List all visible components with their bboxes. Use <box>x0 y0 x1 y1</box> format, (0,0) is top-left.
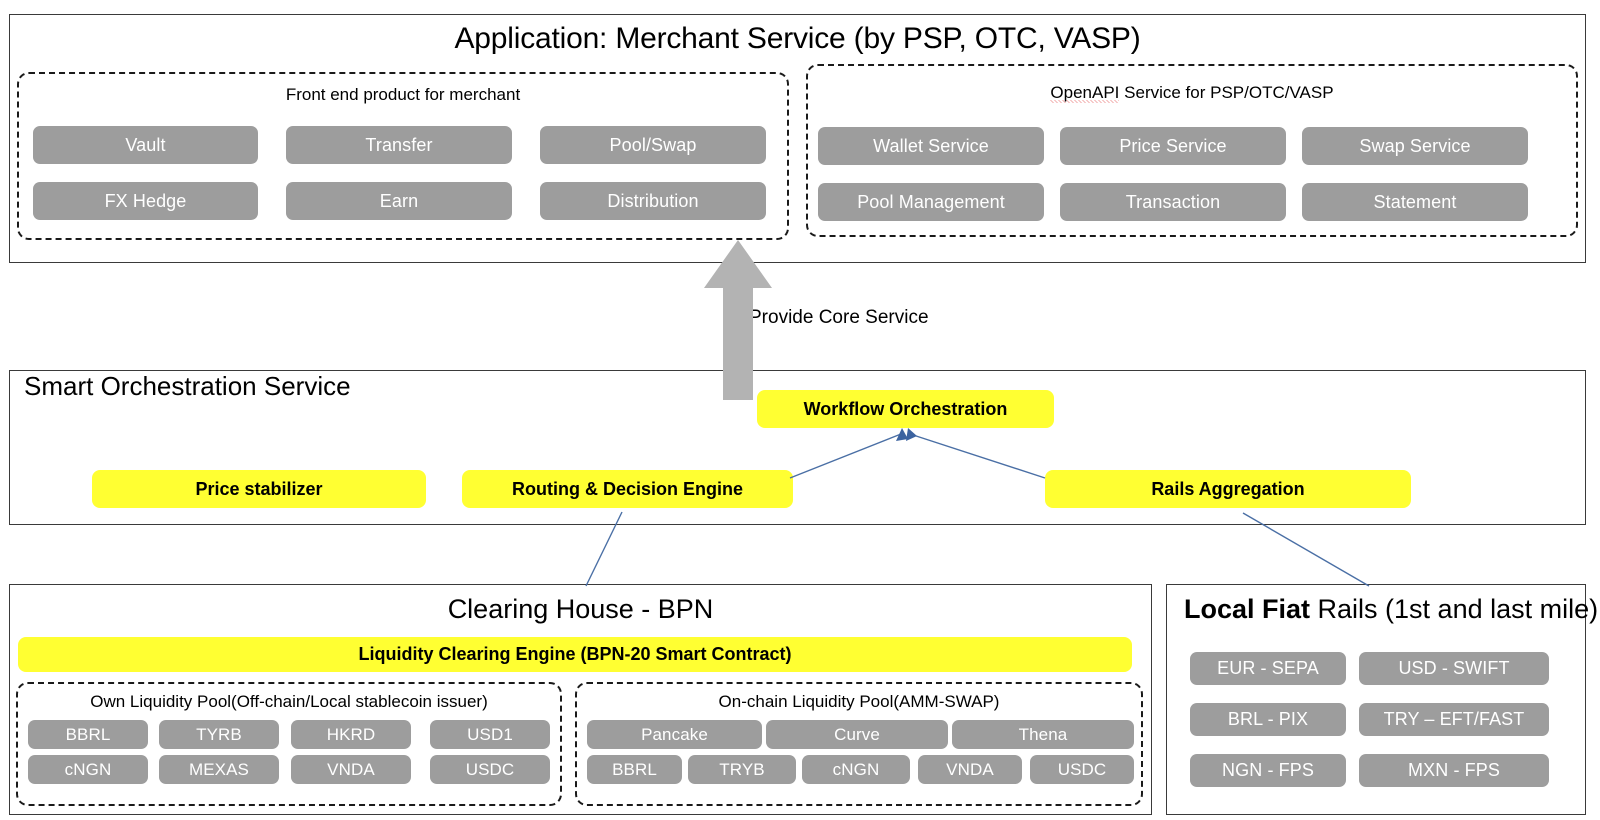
workflow-orchestration-box[interactable]: Workflow Orchestration <box>757 390 1054 428</box>
own-pool-token-usd1[interactable]: USD1 <box>430 720 550 749</box>
own-pool-token-mexas[interactable]: MEXAS <box>159 755 279 784</box>
fiat-rail-eur-sepa[interactable]: EUR - SEPA <box>1190 652 1346 685</box>
provide-core-service-label: Provide Core Service <box>749 307 929 328</box>
own-pool-token-hkrd[interactable]: HKRD <box>291 720 411 749</box>
onchain-liquidity-pool-heading: On-chain Liquidity Pool(AMM-SWAP) <box>718 692 1000 711</box>
openapi-item-statement[interactable]: Statement <box>1302 183 1528 221</box>
clearing-house-title-rest: House - BPN <box>548 594 714 624</box>
local-fiat-rails-title: Local Fiat Rails (1st and last mile) <box>1184 594 1598 625</box>
own-pool-token-vnda[interactable]: VNDA <box>291 755 411 784</box>
openapi-item-transaction[interactable]: Transaction <box>1060 183 1286 221</box>
rails-aggregation-box[interactable]: Rails Aggregation <box>1045 470 1411 508</box>
orchestration-title: Smart Orchestration Service <box>24 371 351 401</box>
own-pool-token-tyrb[interactable]: TYRB <box>159 720 279 749</box>
onchain-pool-token-cngn[interactable]: cNGN <box>802 755 910 784</box>
fiat-rail-try-eft-fast[interactable]: TRY – EFT/FAST <box>1359 703 1549 736</box>
fiat-rail-brl-pix[interactable]: BRL - PIX <box>1190 703 1346 736</box>
openapi-heading-rest: Service for PSP/OTC/VASP <box>1119 83 1334 102</box>
own-pool-token-cngn[interactable]: cNGN <box>28 755 148 784</box>
frontend-item-earn[interactable]: Earn <box>286 182 512 220</box>
openapi-service-heading: OpenAPI Service for PSP/OTC/VASP <box>806 83 1578 103</box>
frontend-item-pool-swap[interactable]: Pool/Swap <box>540 126 766 164</box>
openapi-item-pool-management[interactable]: Pool Management <box>818 183 1044 221</box>
price-stabilizer-box[interactable]: Price stabilizer <box>92 470 426 508</box>
openapi-item-wallet-service[interactable]: Wallet Service <box>818 127 1044 165</box>
application-title: Application: Merchant Service (by PSP, O… <box>454 22 1141 55</box>
fiat-rail-usd-swift[interactable]: USD - SWIFT <box>1359 652 1549 685</box>
frontend-product-heading: Front end product for merchant <box>285 85 521 104</box>
clearing-house-title: Clearing House - BPN <box>9 594 1152 625</box>
openapi-item-swap-service[interactable]: Swap Service <box>1302 127 1528 165</box>
clearing-house-title-emphasis: Clearing <box>447 594 549 624</box>
fiat-rail-ngn-fps[interactable]: NGN - FPS <box>1190 754 1346 787</box>
frontend-item-vault[interactable]: Vault <box>33 126 258 164</box>
local-fiat-rails-title-rest: Rails (1st and last mile) <box>1310 594 1599 624</box>
onchain-pool-dex-thena[interactable]: Thena <box>952 720 1134 749</box>
local-fiat-rails-title-emphasis: Local Fiat <box>1184 594 1311 624</box>
frontend-item-transfer[interactable]: Transfer <box>286 126 512 164</box>
onchain-pool-token-tryb[interactable]: TRYB <box>688 755 796 784</box>
routing-decision-engine-box[interactable]: Routing & Decision Engine <box>462 470 793 508</box>
openapi-heading-misspelled-word: OpenAPI <box>1050 83 1120 103</box>
fiat-rail-mxn-fps[interactable]: MXN - FPS <box>1359 754 1549 787</box>
own-liquidity-pool-heading: Own Liquidity Pool(Off-chain/Local stabl… <box>90 692 488 711</box>
own-pool-token-bbrl[interactable]: BBRL <box>28 720 148 749</box>
own-pool-token-usdc[interactable]: USDC <box>430 755 550 784</box>
onchain-pool-token-usdc[interactable]: USDC <box>1030 755 1134 784</box>
frontend-item-distribution[interactable]: Distribution <box>540 182 766 220</box>
openapi-item-price-service[interactable]: Price Service <box>1060 127 1286 165</box>
onchain-pool-dex-curve[interactable]: Curve <box>766 720 948 749</box>
onchain-pool-dex-pancake[interactable]: Pancake <box>587 720 762 749</box>
onchain-pool-token-bbrl[interactable]: BBRL <box>587 755 682 784</box>
frontend-item-fx-hedge[interactable]: FX Hedge <box>33 182 258 220</box>
liquidity-clearing-engine-box[interactable]: Liquidity Clearing Engine (BPN-20 Smart … <box>18 637 1132 672</box>
onchain-pool-token-vnda[interactable]: VNDA <box>918 755 1022 784</box>
